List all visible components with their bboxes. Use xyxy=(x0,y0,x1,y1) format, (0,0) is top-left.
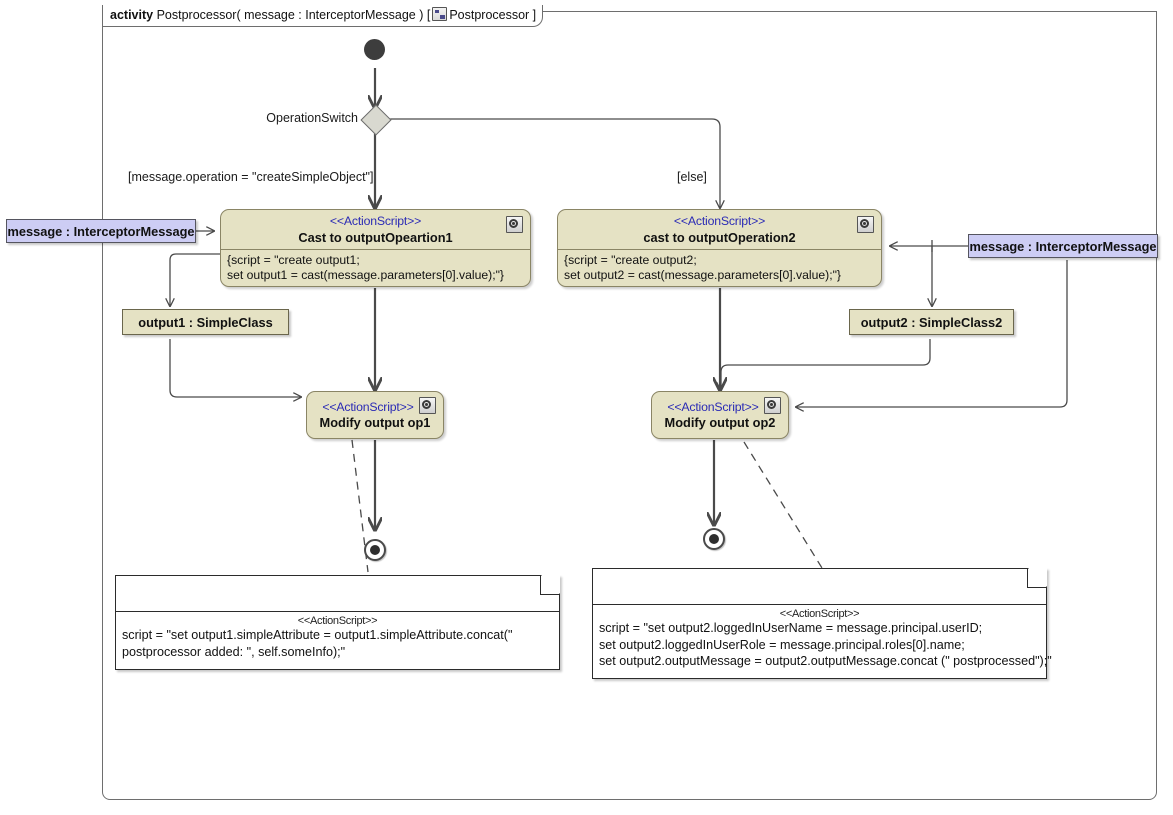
note-fold-icon xyxy=(541,575,560,594)
action-divider xyxy=(558,249,881,250)
action-divider xyxy=(221,249,530,250)
gear-icon[interactable] xyxy=(764,397,781,414)
activity-frame xyxy=(102,11,1157,800)
action-stereotype: <<ActionScript>> xyxy=(667,400,759,414)
action-name: Cast to outputOpeartion1 xyxy=(298,230,453,245)
action-script-body: {script = "create output1; set output1 =… xyxy=(227,253,504,282)
guard-right: [else] xyxy=(677,170,707,184)
note-stereotype: <<ActionScript>> xyxy=(297,615,378,627)
frame-context: Postprocessor ] xyxy=(449,8,537,22)
action-cast-to-output-operation-1[interactable]: <<ActionScript>> Cast to outputOpeartion… xyxy=(220,209,531,287)
initial-node[interactable] xyxy=(364,39,385,60)
note-action-script-1[interactable]: <<ActionScript>> script = "set output1.s… xyxy=(115,575,560,670)
diagram-icon xyxy=(432,7,448,21)
action-script-body: {script = "create output2; set output2 =… xyxy=(564,253,841,282)
action-name: cast to outputOperation2 xyxy=(643,230,796,245)
note-text: script = "set output2.loggedInUserName =… xyxy=(599,621,1052,668)
action-name: Modify output op1 xyxy=(319,415,431,430)
gear-icon[interactable] xyxy=(506,216,523,233)
note-action-script-2[interactable]: <<ActionScript>> script = "set output2.l… xyxy=(592,568,1052,679)
gear-icon[interactable] xyxy=(419,397,436,414)
note-divider xyxy=(593,604,1046,605)
guard-left: [message.operation = "createSimpleObject… xyxy=(128,170,374,184)
note-divider xyxy=(116,611,559,612)
activity-frame-tab: activity Postprocessor( message : Interc… xyxy=(102,5,544,27)
parameter-pin-message-right[interactable]: message : InterceptorMessage xyxy=(968,234,1158,258)
activity-final-node-2[interactable] xyxy=(703,528,725,550)
action-modify-output-op2[interactable]: <<ActionScript>> Modify output op2 xyxy=(651,391,789,439)
note-fold-corner xyxy=(1027,568,1047,588)
note-header-area xyxy=(593,569,1046,604)
action-stereotype: <<ActionScript>> xyxy=(322,400,414,414)
frame-title: Postprocessor( message : InterceptorMess… xyxy=(156,8,431,22)
action-stereotype: <<ActionScript>> xyxy=(673,214,766,228)
action-name: Modify output op2 xyxy=(664,415,776,430)
activity-final-node-1[interactable] xyxy=(364,539,386,561)
note-fold-icon xyxy=(1028,568,1047,587)
decision-label: OperationSwitch xyxy=(266,111,358,125)
action-modify-output-op1[interactable]: <<ActionScript>> Modify output op1 xyxy=(306,391,444,439)
object-node-output1[interactable]: output1 : SimpleClass xyxy=(122,309,289,335)
note-header-area xyxy=(116,576,559,611)
gear-icon[interactable] xyxy=(857,216,874,233)
note-stereotype: <<ActionScript>> xyxy=(779,608,860,620)
note-fold-corner xyxy=(540,575,560,595)
action-cast-to-output-operation-2[interactable]: <<ActionScript>> cast to outputOperation… xyxy=(557,209,882,287)
parameter-pin-message-left[interactable]: message : InterceptorMessage xyxy=(6,219,196,243)
frame-keyword: activity xyxy=(110,8,154,22)
object-node-output2[interactable]: output2 : SimpleClass2 xyxy=(849,309,1014,335)
note-text: script = "set output1.simpleAttribute = … xyxy=(122,628,513,659)
action-stereotype: <<ActionScript>> xyxy=(329,214,422,228)
